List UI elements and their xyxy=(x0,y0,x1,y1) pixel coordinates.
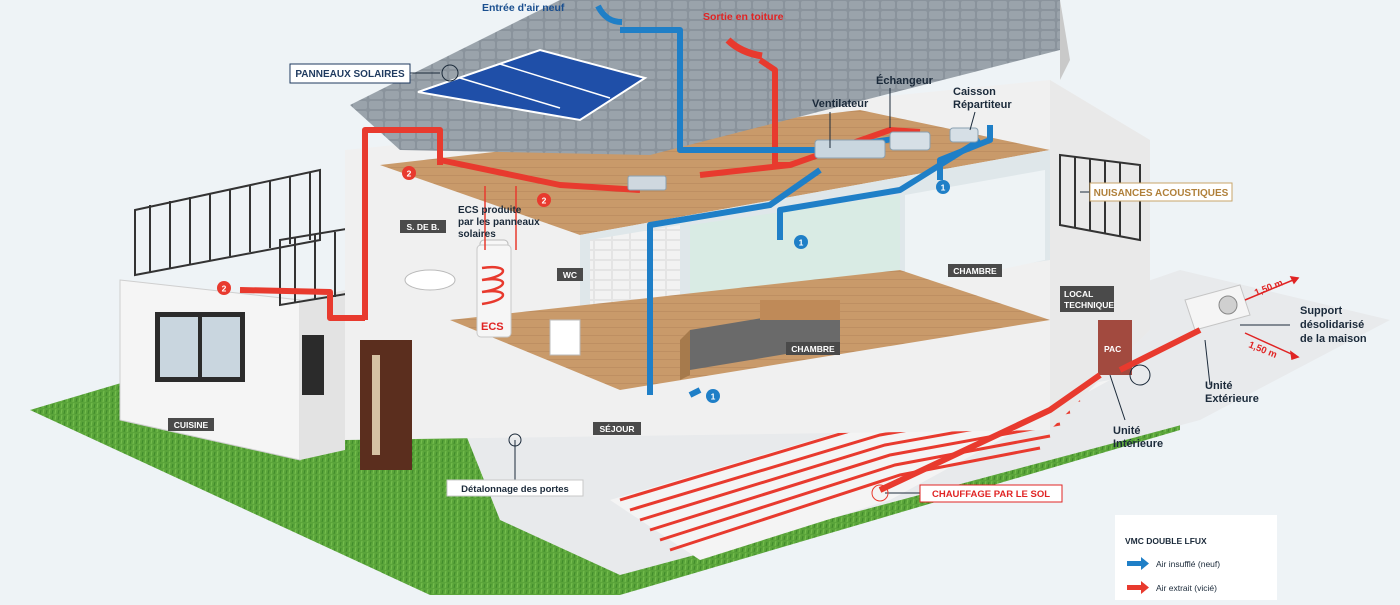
acoustic-nuisance-callout: NUISANCES ACOUSTIQUES xyxy=(1089,182,1233,202)
floor-heating-label: CHAUFFAGE PAR LE SOL xyxy=(932,489,1050,500)
distance-arrows xyxy=(1244,276,1300,360)
room-tag-living-room: SÉJOUR xyxy=(593,422,641,435)
ecs-label-1: ECS produite xyxy=(458,205,522,216)
pac-label: PAC xyxy=(1104,344,1121,354)
extract-marker-label: 2 xyxy=(542,196,547,206)
legend-extract-arrow-icon xyxy=(1127,581,1149,594)
legend-extract-label: Air extrait (vicié) xyxy=(1156,583,1217,593)
legend-supply-arrow-icon xyxy=(1127,557,1149,570)
svg-text:LOCAL: LOCAL xyxy=(1064,289,1093,299)
support-label-2: désolidarisé xyxy=(1300,319,1364,331)
svg-text:TECHNIQUE: TECHNIQUE xyxy=(1064,300,1114,310)
legend: VMC DOUBLE LFUX Air insufflé (neuf) Air … xyxy=(1115,515,1277,600)
extract-markers: 2 2 2 xyxy=(217,166,551,295)
svg-text:CUISINE: CUISINE xyxy=(174,420,209,430)
room-tag-wc: WC xyxy=(557,268,583,281)
roof xyxy=(350,0,1070,155)
ecs-tank-label: ECS xyxy=(481,321,504,333)
extract-marker-label: 2 xyxy=(222,284,227,294)
left-railing xyxy=(134,168,371,307)
svg-text:CHAMBRE: CHAMBRE xyxy=(791,344,835,354)
ecs-label-2: par les panneaux xyxy=(458,217,540,228)
svg-text:WC: WC xyxy=(563,270,577,280)
roof-exhaust-arrow-icon xyxy=(725,37,763,60)
kitchen-annex xyxy=(119,279,345,461)
fan-label: Ventilateur xyxy=(812,98,869,110)
legend-supply-label: Air insufflé (neuf) xyxy=(1156,559,1220,569)
legend-title: VMC DOUBLE LFUX xyxy=(1125,536,1207,546)
svg-text:SÉJOUR: SÉJOUR xyxy=(600,424,635,434)
acoustic-nuisance-label: NUISANCES ACOUSTIQUES xyxy=(1094,188,1229,199)
room-tag-technical: LOCAL TECHNIQUE xyxy=(1060,286,1114,312)
distribution-box-label-2: Répartiteur xyxy=(953,99,1012,111)
supply-marker-label: 1 xyxy=(799,238,804,248)
floor-heating-callout: CHAUFFAGE PAR LE SOL xyxy=(919,484,1063,503)
ecs-label-3: solaires xyxy=(458,229,496,240)
room-tag-bedroom-mid: CHAMBRE xyxy=(786,342,840,355)
supply-markers: 1 1 1 xyxy=(706,180,950,403)
solar-panels-label: PANNEAUX SOLAIRES xyxy=(295,69,405,80)
extract-ducts xyxy=(239,57,1202,493)
exchanger-label: Échangeur xyxy=(876,74,934,87)
supply-marker-label: 1 xyxy=(711,392,716,402)
door-undercut-label: Détalonnage des portes xyxy=(461,484,569,495)
supply-marker-label: 1 xyxy=(941,183,946,193)
outdoor-unit-label-2: Extérieure xyxy=(1205,393,1259,405)
door-undercut-callout: Détalonnage des portes xyxy=(446,479,584,497)
air-intake-label: Entrée d'air neuf xyxy=(482,2,565,14)
roof-exhaust-label: Sortie en toiture xyxy=(703,11,784,23)
ecs-tank xyxy=(476,186,517,338)
support-label-3: de la maison xyxy=(1300,333,1367,345)
solar-panels-callout: PANNEAUX SOLAIRES xyxy=(289,63,411,84)
hvac-boxes xyxy=(627,127,979,191)
air-intake-arrow-icon xyxy=(595,4,623,25)
solar-panels xyxy=(417,48,648,122)
room-tag-bedroom-top: CHAMBRE xyxy=(948,264,1002,277)
room-tag-kitchen: CUISINE xyxy=(168,418,214,431)
indoor-unit-label-2: Intérieure xyxy=(1113,438,1163,450)
support-label-1: Support xyxy=(1300,305,1342,317)
svg-text:CHAMBRE: CHAMBRE xyxy=(953,266,997,276)
extract-marker-label: 2 xyxy=(407,169,412,179)
svg-text:S. DE B.: S. DE B. xyxy=(406,222,439,232)
distribution-box-label-1: Caisson xyxy=(953,86,996,98)
outdoor-unit-label-1: Unité xyxy=(1205,380,1233,392)
indoor-unit-label-1: Unité xyxy=(1113,425,1141,437)
room-tag-bathroom: S. DE B. xyxy=(400,220,446,233)
